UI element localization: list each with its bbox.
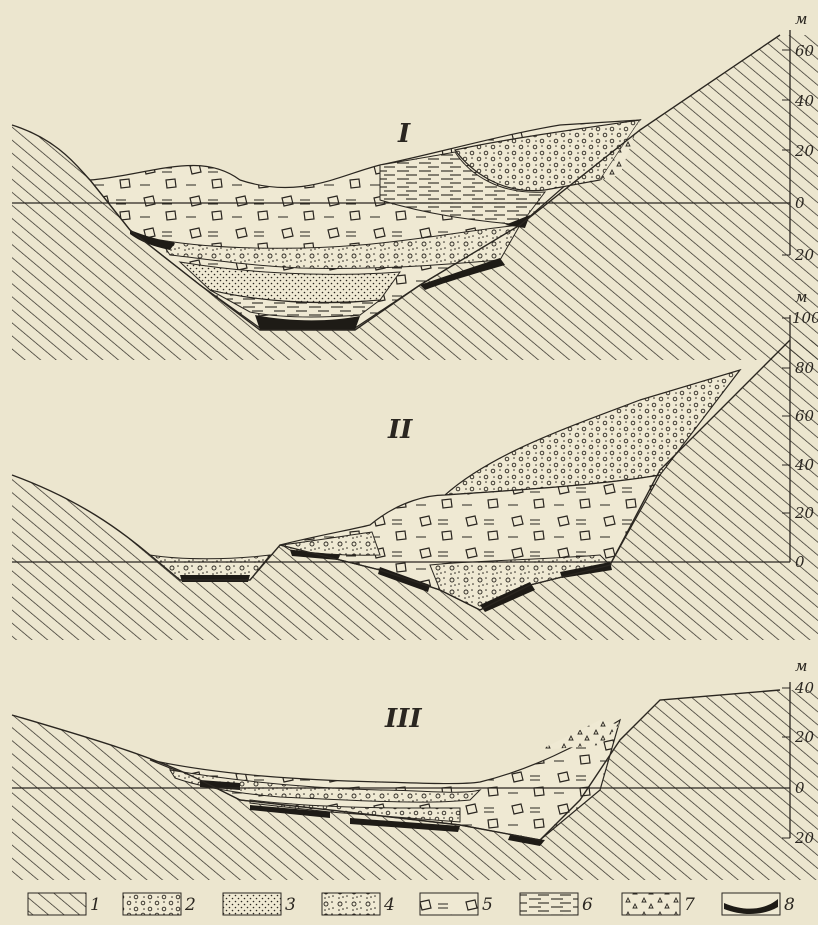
legend-number: 3 bbox=[285, 895, 296, 915]
axis-tick: 20 bbox=[794, 829, 815, 847]
axis-unit-I: м bbox=[795, 10, 807, 28]
legend-item-2: 2 bbox=[123, 893, 196, 915]
legend-item-7: 7 bbox=[622, 893, 695, 915]
legend-number: 4 bbox=[383, 895, 395, 915]
legend-number: 5 bbox=[482, 895, 493, 915]
axis-tick: 60 bbox=[795, 407, 815, 425]
legend-item-3: 3 bbox=[223, 893, 296, 915]
legend-number: 2 bbox=[184, 895, 196, 915]
axis-tick: 40 bbox=[794, 679, 815, 697]
axis-tick: 60 bbox=[795, 42, 815, 60]
legend: 1 2 3 4 5 6 7 8 bbox=[28, 893, 795, 915]
section-II: II bbox=[12, 340, 818, 640]
legend-swatch bbox=[28, 893, 86, 915]
section-I: I bbox=[12, 35, 818, 360]
axis-tick: 20 bbox=[794, 504, 815, 522]
legend-number: 1 bbox=[90, 895, 101, 915]
legend-number: 7 bbox=[684, 895, 695, 915]
legend-swatch bbox=[520, 893, 578, 915]
legend-swatch bbox=[123, 893, 181, 915]
legend-item-4: 4 bbox=[322, 893, 395, 915]
section-III: III bbox=[12, 690, 818, 880]
legend-swatch bbox=[622, 893, 680, 915]
legend-swatch bbox=[223, 893, 281, 915]
axis-tick: 20 bbox=[794, 246, 815, 264]
legend-swatch bbox=[322, 893, 380, 915]
legend-item-5: 5 bbox=[420, 893, 493, 915]
axis-tick: 100 bbox=[792, 309, 818, 327]
axis-tick: 40 bbox=[794, 92, 815, 110]
section-label-II: II bbox=[387, 415, 413, 445]
axis-tick: 0 bbox=[795, 194, 805, 212]
legend-item-8: 8 bbox=[722, 893, 795, 915]
axis-unit-III: м bbox=[795, 657, 807, 675]
axis-tick: 80 bbox=[795, 359, 815, 377]
section-label-III: III bbox=[384, 704, 422, 734]
axis-tick: 20 bbox=[794, 142, 815, 160]
axis-tick: 40 bbox=[794, 456, 815, 474]
axis-unit-II: м bbox=[795, 288, 807, 306]
axis-tick: 0 bbox=[795, 779, 805, 797]
section-label-I: I bbox=[397, 119, 411, 149]
axis-tick: 20 bbox=[794, 728, 815, 746]
axis-tick: 0 bbox=[795, 553, 805, 571]
legend-item-1: 1 bbox=[28, 893, 101, 915]
legend-swatch bbox=[420, 893, 478, 915]
legend-item-6: 6 bbox=[520, 893, 593, 915]
legend-number: 8 bbox=[784, 895, 795, 915]
legend-number: 6 bbox=[582, 895, 593, 915]
